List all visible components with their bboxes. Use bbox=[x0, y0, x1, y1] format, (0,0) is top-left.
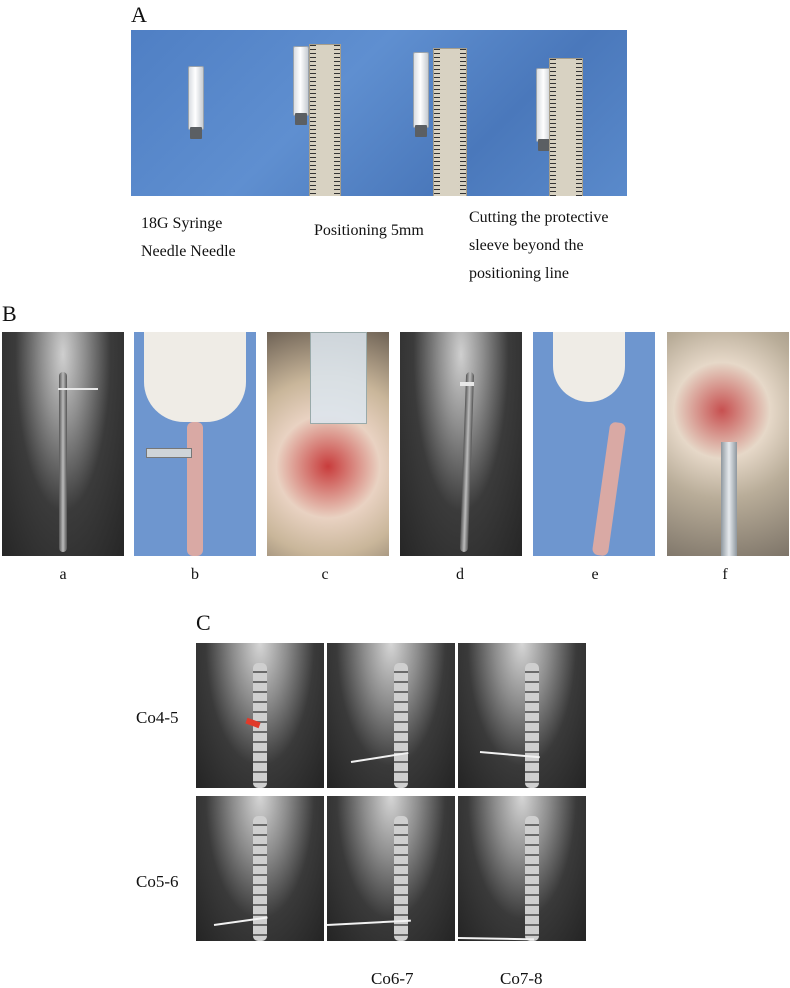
row-label-co4-5: Co4-5 bbox=[136, 708, 179, 727]
rat-photo-e bbox=[533, 332, 655, 556]
needle-with-sleeve bbox=[293, 46, 309, 125]
caption-line: Cutting the protective bbox=[469, 209, 609, 226]
sublabel-a: a bbox=[59, 566, 67, 583]
syringe-needle bbox=[188, 66, 204, 139]
caption-line: positioning line bbox=[469, 265, 569, 282]
xray-co4-5-needle-2 bbox=[458, 643, 586, 788]
closeup-photo-c bbox=[267, 332, 389, 556]
panel-b-label: B bbox=[2, 301, 17, 326]
xray-image-d bbox=[400, 332, 522, 556]
ruler bbox=[549, 58, 583, 196]
ruler bbox=[433, 48, 467, 196]
caption-positioning: Positioning 5mm bbox=[314, 218, 424, 244]
xray-image-a bbox=[2, 332, 124, 556]
xray-co7-8-needle bbox=[458, 796, 586, 941]
sublabel-e: e bbox=[591, 566, 599, 583]
xray-co4-5-arrow bbox=[196, 643, 324, 788]
caption-line: 18G Syringe bbox=[141, 215, 223, 232]
closeup-photo-f bbox=[667, 332, 789, 556]
needle-positioned bbox=[413, 52, 429, 137]
rat-photo-b bbox=[134, 332, 256, 556]
row-label-co5-6: Co5-6 bbox=[136, 872, 179, 891]
panel-a-photo bbox=[131, 30, 627, 196]
xray-co4-5-needle-1 bbox=[327, 643, 455, 788]
sublabel-b: b bbox=[191, 566, 199, 583]
col-label-co7-8: Co7-8 bbox=[500, 969, 543, 988]
panel-a-label: A bbox=[131, 2, 147, 27]
sublabel-c: c bbox=[321, 566, 329, 583]
caption-needle: 18G Syringe Needle Needle bbox=[141, 211, 236, 265]
caption-line: Needle Needle bbox=[141, 243, 236, 260]
xray-co6-7-needle bbox=[327, 796, 455, 941]
caption-line: sleeve beyond the bbox=[469, 237, 584, 254]
sublabel-f: f bbox=[722, 566, 728, 583]
caption-line: Positioning 5mm bbox=[314, 222, 424, 239]
ruler bbox=[309, 44, 341, 196]
panel-c-label: C bbox=[196, 610, 211, 635]
caption-cutting: Cutting the protective sleeve beyond the… bbox=[469, 205, 609, 287]
sublabel-d: d bbox=[456, 566, 464, 583]
col-label-co6-7: Co6-7 bbox=[371, 969, 414, 988]
xray-co5-6-needle bbox=[196, 796, 324, 941]
